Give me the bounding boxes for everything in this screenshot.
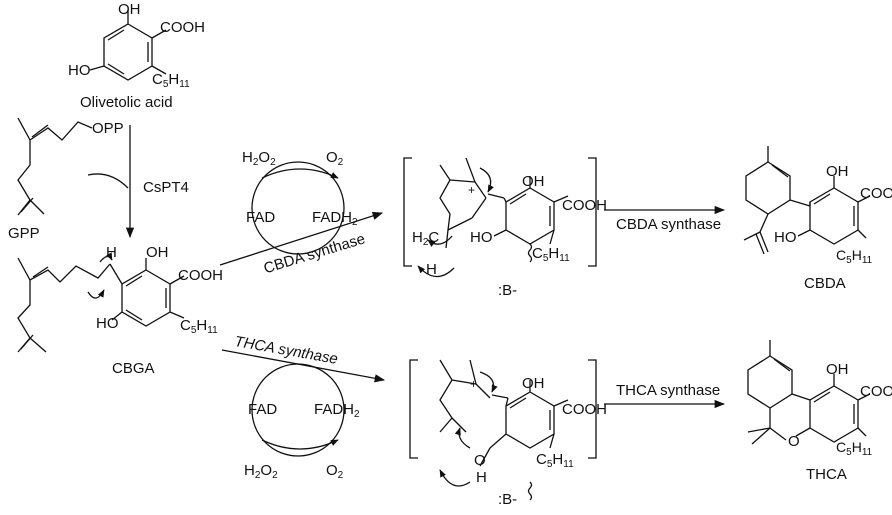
cbga-ho: HO — [96, 315, 119, 332]
base-squiggle-upper-icon — [527, 243, 533, 263]
cbga-label: CBGA — [112, 360, 155, 377]
int1-c5h11: C5H11 — [532, 245, 570, 264]
int2-c5h11: C5H11 — [536, 451, 574, 470]
cbda-label: CBDA — [804, 275, 846, 292]
fadh2-upper: FADH2 — [312, 209, 358, 228]
gpp-label: GPP — [8, 225, 40, 242]
cbda-structure — [743, 146, 871, 255]
cbda-synthase-arrow-1 — [219, 211, 383, 266]
h2o2-lower: H2O2 — [244, 462, 278, 481]
thca-synthase-label-2: THCA synthase — [616, 382, 721, 399]
thca-c5h11: C5H11 — [836, 439, 873, 458]
int1-h2c: H2C — [412, 229, 440, 248]
int2-o: O — [474, 452, 486, 469]
olivetolic-oh: OH — [118, 1, 141, 18]
o2-upper: O2 — [326, 149, 344, 168]
olivetolic-acid-label: Olivetolic acid — [80, 94, 173, 111]
thca-oh: OH — [826, 361, 849, 378]
base-squiggle-lower-icon — [527, 481, 533, 501]
thca-structure — [747, 340, 871, 445]
carbocation-plus-upper: + — [468, 183, 476, 197]
int1-h: H — [426, 261, 437, 278]
o2-lower: O2 — [326, 462, 344, 481]
cspt4-label: CsPT4 — [143, 179, 189, 196]
cbda-c5h11: C5H11 — [836, 247, 873, 266]
cbda-oh: OH — [826, 163, 849, 180]
int1-cooh: COOH — [562, 197, 607, 214]
fad-upper: FAD — [246, 209, 276, 226]
int2-cooh: COOH — [562, 401, 607, 418]
olivetolic-acid-structure — [89, 10, 167, 81]
cbga-c5h11: C5H11 — [180, 317, 218, 336]
fadh2-lower: FADH2 — [314, 401, 360, 420]
fad-lower: FAD — [248, 401, 278, 418]
cbga-h: H — [106, 244, 117, 261]
upper-cofactor-cycle — [219, 161, 383, 266]
int2-oh: OH — [522, 375, 545, 392]
olivetolic-c5h11: C5H11 — [152, 71, 190, 90]
gpp-structure — [17, 117, 93, 216]
int1-oh: OH — [522, 173, 545, 190]
h2o2-upper: H2O2 — [242, 149, 276, 168]
cbga-structure — [17, 252, 185, 353]
gpp-opp: OPP — [92, 120, 124, 137]
cbda-cooh: COOH — [860, 185, 892, 202]
thca-label: THCA — [806, 466, 847, 483]
int1-ho: HO — [470, 229, 493, 246]
cbga-cooh: COOH — [178, 267, 223, 284]
base-upper: :B- — [498, 282, 518, 299]
lower-cofactor-cycle — [221, 349, 386, 457]
cbga-oh: OH — [146, 244, 169, 261]
olivetolic-ho: HO — [68, 62, 91, 79]
thca-synthase-arrow-1 — [221, 349, 386, 383]
cbda-synthase-label-2: CBDA synthase — [616, 216, 722, 233]
base-lower: :B- — [498, 491, 518, 508]
cbda-ho: HO — [774, 229, 797, 246]
thca-cooh: COOH — [860, 383, 892, 400]
thca-o: O — [788, 433, 800, 450]
thca-intermediate-structure — [409, 359, 597, 487]
olivetolic-cooh: COOH — [160, 19, 205, 36]
int2-h: H — [476, 469, 487, 486]
carbocation-plus-lower: + — [470, 377, 478, 391]
